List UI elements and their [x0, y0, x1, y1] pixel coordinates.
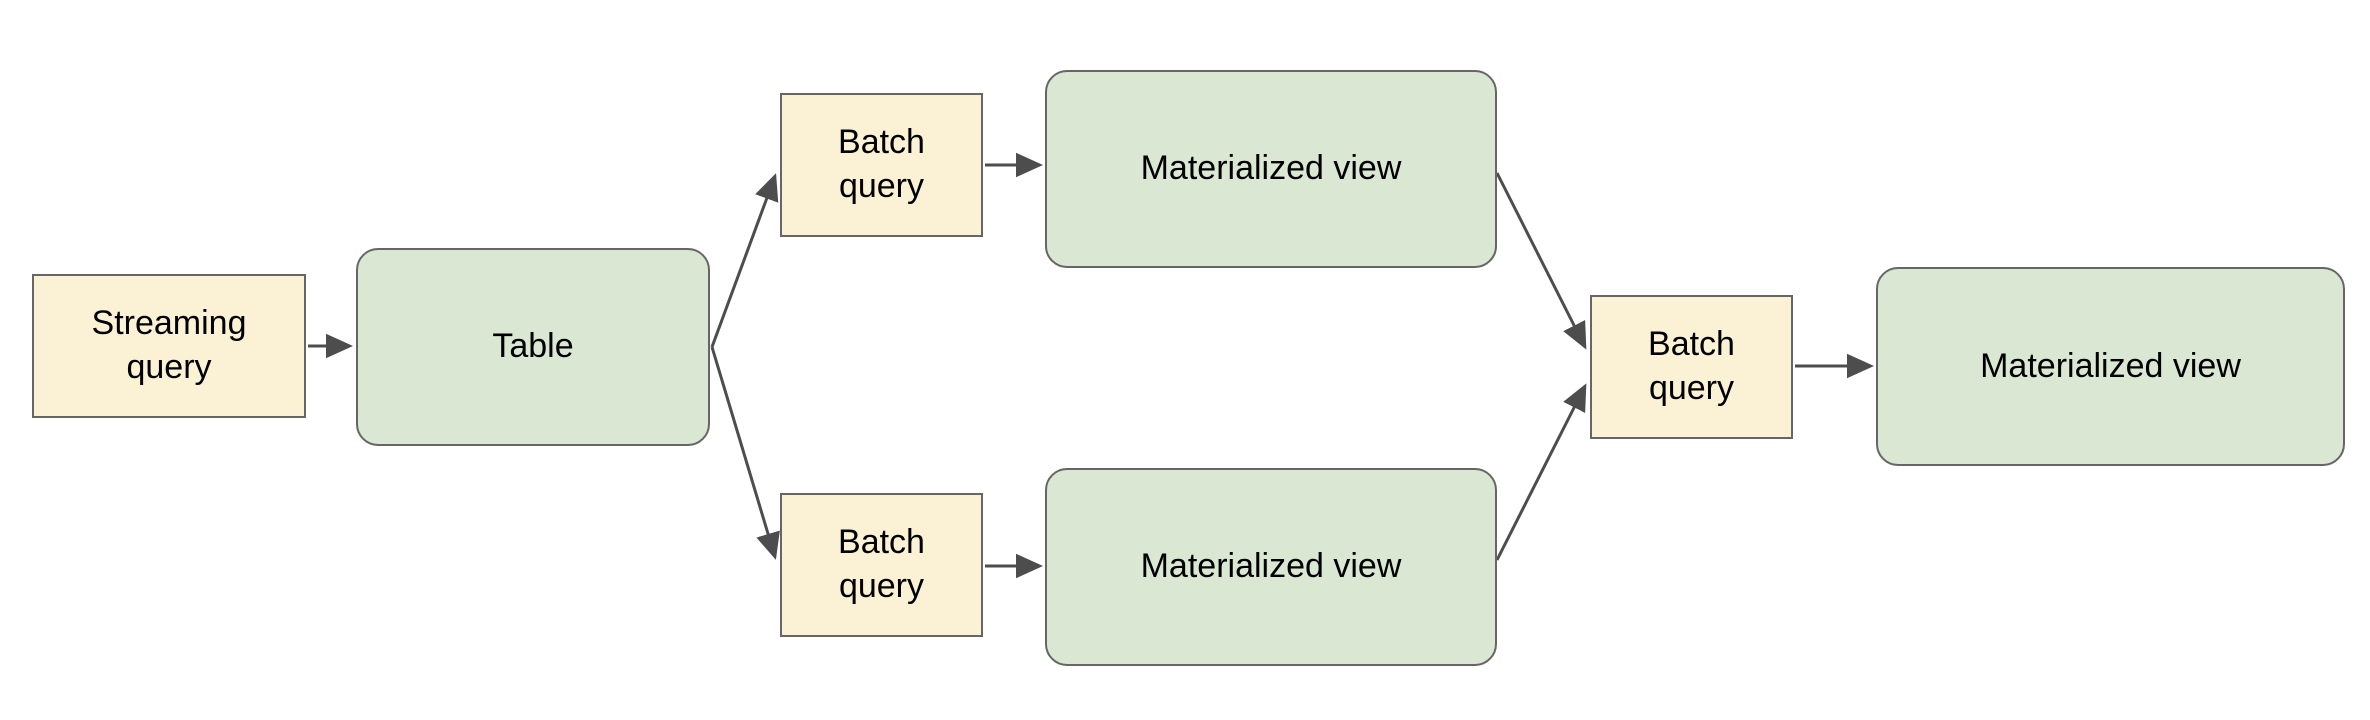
node-label: Streaming query: [91, 304, 247, 386]
node-label: Materialized view: [1140, 149, 1402, 188]
node-label: Table: [492, 327, 574, 366]
edge-table-to-batch-bottom: [710, 346, 780, 560]
node-streaming-query[interactable]: Streaming query: [32, 274, 306, 418]
node-label: Materialized view: [1980, 346, 2241, 385]
node-label: Batch query: [838, 523, 925, 605]
edge-mv-top-to-batch-merge: [1495, 172, 1587, 350]
edge-mv-bottom-to-batch-merge: [1495, 383, 1587, 561]
edge-table-to-batch-top: [710, 173, 779, 348]
node-label: Batch query: [838, 123, 925, 205]
node-batch-query-top[interactable]: Batch query: [780, 93, 983, 237]
node-materialized-view-final[interactable]: Materialized view: [1876, 267, 2345, 466]
node-materialized-view-bottom[interactable]: Materialized view: [1045, 468, 1497, 666]
node-batch-query-bottom[interactable]: Batch query: [780, 493, 983, 637]
node-table[interactable]: Table: [356, 248, 710, 446]
node-batch-query-merge[interactable]: Batch query: [1590, 295, 1793, 439]
node-label: Materialized view: [1140, 547, 1402, 586]
node-materialized-view-top[interactable]: Materialized view: [1045, 70, 1497, 268]
node-label: Batch query: [1648, 325, 1735, 407]
